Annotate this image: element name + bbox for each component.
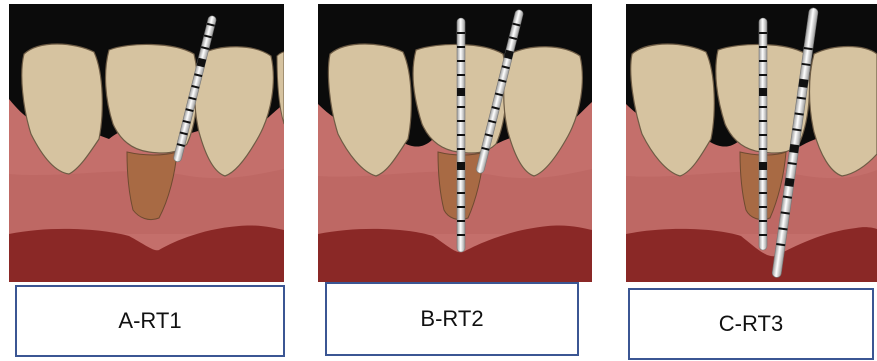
panel-c-label: C-RT3 <box>719 311 783 337</box>
panel-b-label: B-RT2 <box>420 306 483 332</box>
panel-b-label-box: B-RT2 <box>325 282 579 356</box>
panel-a-label: A-RT1 <box>118 308 181 334</box>
panel-c-label-box: C-RT3 <box>628 288 874 360</box>
panel-b-illustration <box>318 4 592 282</box>
periodontal-probe-straight <box>457 18 465 252</box>
periodontal-probe-straight <box>759 18 767 250</box>
panel-a-illustration <box>9 4 284 282</box>
panel-c-illustration <box>626 4 877 282</box>
panel-a-label-box: A-RT1 <box>15 285 285 357</box>
